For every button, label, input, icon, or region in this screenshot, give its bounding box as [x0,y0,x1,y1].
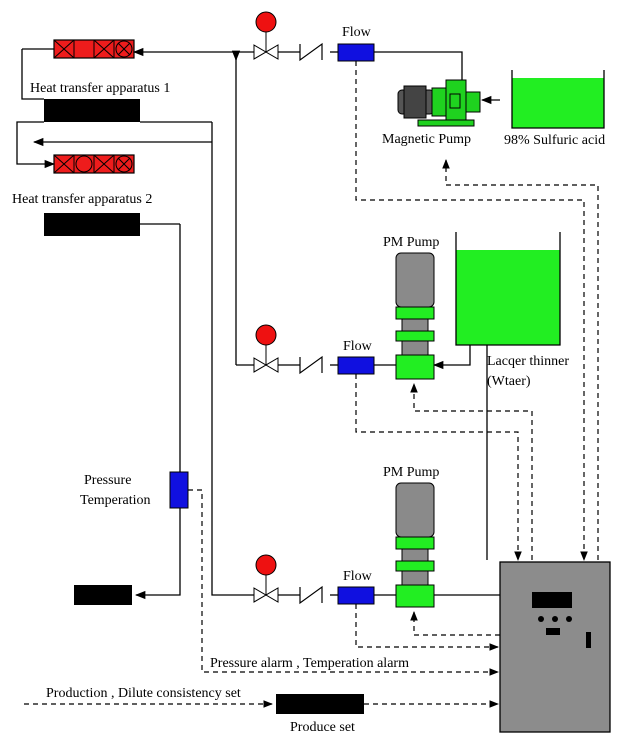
check-valve-icon [299,42,323,62]
output-block [74,585,132,605]
pressure-temperature-sensor-icon [169,471,189,509]
bottom-line-piping [211,590,500,596]
valve-icon [253,44,279,60]
flow-meter-icon [337,356,375,375]
tank-icon [455,232,561,346]
valve-icon [253,357,279,373]
sulfuric-acid-label: 98% Sulfuric acid [504,133,605,148]
heater-piping [16,48,213,600]
heater-element-1 [53,39,135,59]
check-valve-icon [299,585,323,605]
control-panel-icon [499,561,611,733]
pm-pump-icon [395,252,435,380]
tank-icon [511,70,605,129]
lacquer-thinner-label-2: (Wtaer) [487,374,531,389]
flow-bottom-label: Flow [343,569,373,584]
pressure-label: Pressure [84,473,131,488]
magnetic-pump-icon [397,79,481,127]
lacquer-thinner-label-1: Lacqer thinner [487,354,569,369]
valve-icon [253,587,279,603]
heat-transfer-apparatus-1 [44,99,140,122]
flow-mid-label: Flow [343,339,373,354]
pressure-gauge-icon [255,324,277,365]
temperation-label: Temperation [80,493,151,508]
pressure-gauge-icon [255,554,277,595]
produce-set-block [276,694,364,714]
heat-transfer-2-label: Heat transfer apparatus 2 [12,192,152,207]
flow-meter-icon [337,43,375,62]
pressure-gauge-icon [255,11,277,52]
pm-pump-icon [395,482,435,608]
flow-top-label: Flow [342,25,372,40]
heat-transfer-apparatus-2 [44,213,140,236]
production-label: Production , Dilute consistency set [46,686,241,701]
pm-pump-mid-label: PM Pump [383,235,439,250]
heater-element-2 [53,154,135,174]
pm-pump-bottom-label: PM Pump [383,465,439,480]
produce-set-label: Produce set [290,720,355,735]
heat-transfer-1-label: Heat transfer apparatus 1 [30,81,170,96]
alarm-label: Pressure alarm , Temperation alarm [210,656,409,671]
flow-meter-icon [337,586,375,605]
signal-lines [24,61,599,708]
check-valve-icon [299,355,323,375]
magnetic-pump-label: Magnetic Pump [382,132,471,147]
